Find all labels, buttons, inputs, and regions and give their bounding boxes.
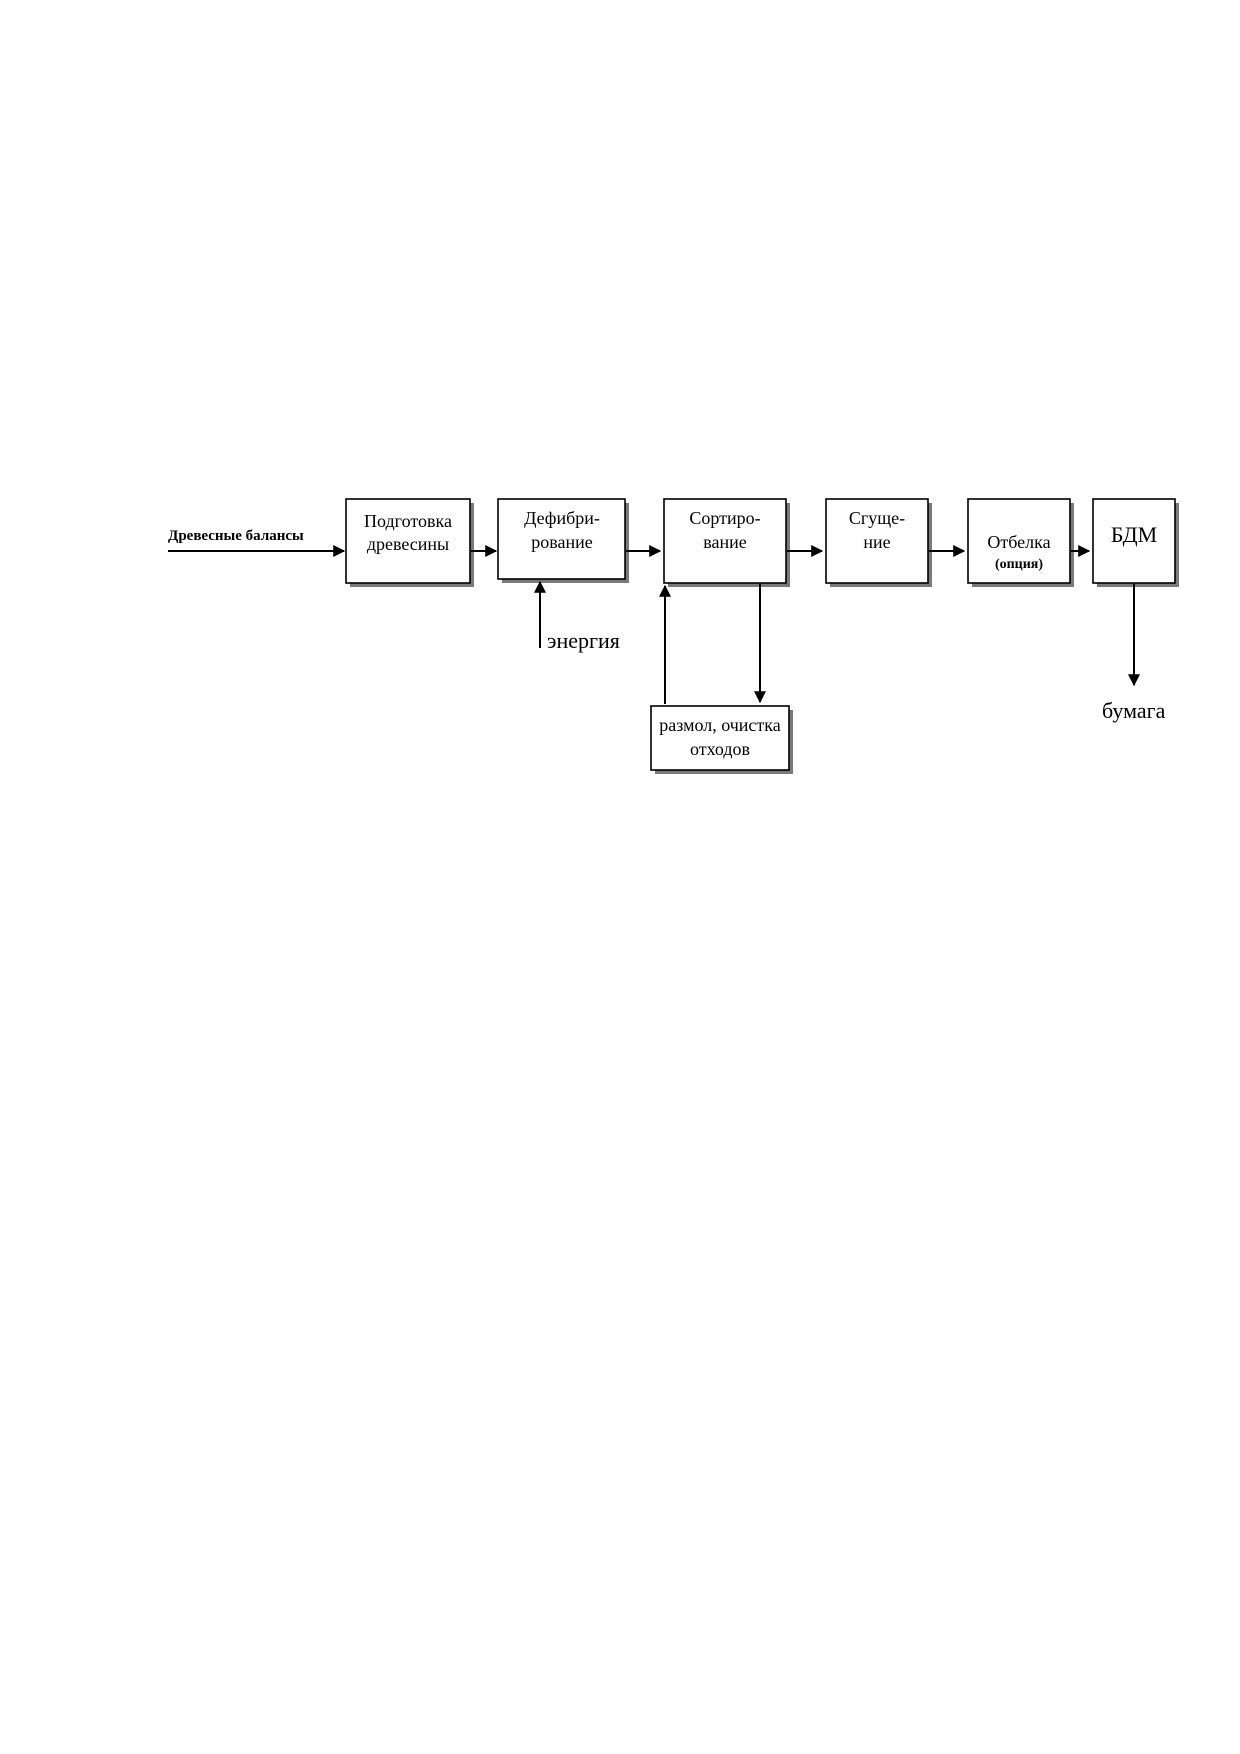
- step-thickening: Сгуще- ние: [825, 498, 932, 587]
- step-sorting: Сортиро- вание: [663, 498, 790, 587]
- input-label: Древесные балансы: [168, 528, 304, 544]
- step-sorting-line-2: вание: [703, 532, 747, 552]
- step-thickening-line-1: Сгуще-: [849, 508, 905, 528]
- output-label: бумага: [1102, 698, 1166, 723]
- step-thickening-line-2: ние: [863, 532, 890, 552]
- step-bleaching: Отбелка (опция): [967, 498, 1074, 587]
- step-wood-preparation-line-1: Подготовка: [364, 511, 452, 531]
- step-defibration-line-1: Дефибри-: [524, 508, 600, 528]
- step-bleaching-line-1: Отбелка: [987, 532, 1050, 552]
- step-defibration: Дефибри- рование: [497, 498, 629, 583]
- step-wood-preparation-line-2: древесины: [367, 534, 449, 554]
- step-paper-machine: БДМ: [1092, 498, 1179, 587]
- step-bleaching-option: (опция): [995, 557, 1043, 572]
- step-wood-preparation: Подготовка древесины: [345, 498, 474, 587]
- refining-rejects-box: размол, очистка отходов: [650, 705, 793, 774]
- refining-rejects-line-1: размол, очистка: [659, 715, 781, 735]
- step-defibration-line-2: рование: [531, 532, 593, 552]
- step-sorting-line-1: Сортиро-: [689, 508, 760, 528]
- energy-label: энергия: [547, 628, 620, 653]
- refining-rejects-line-2: отходов: [690, 739, 750, 759]
- step-paper-machine-label: БДМ: [1111, 522, 1157, 547]
